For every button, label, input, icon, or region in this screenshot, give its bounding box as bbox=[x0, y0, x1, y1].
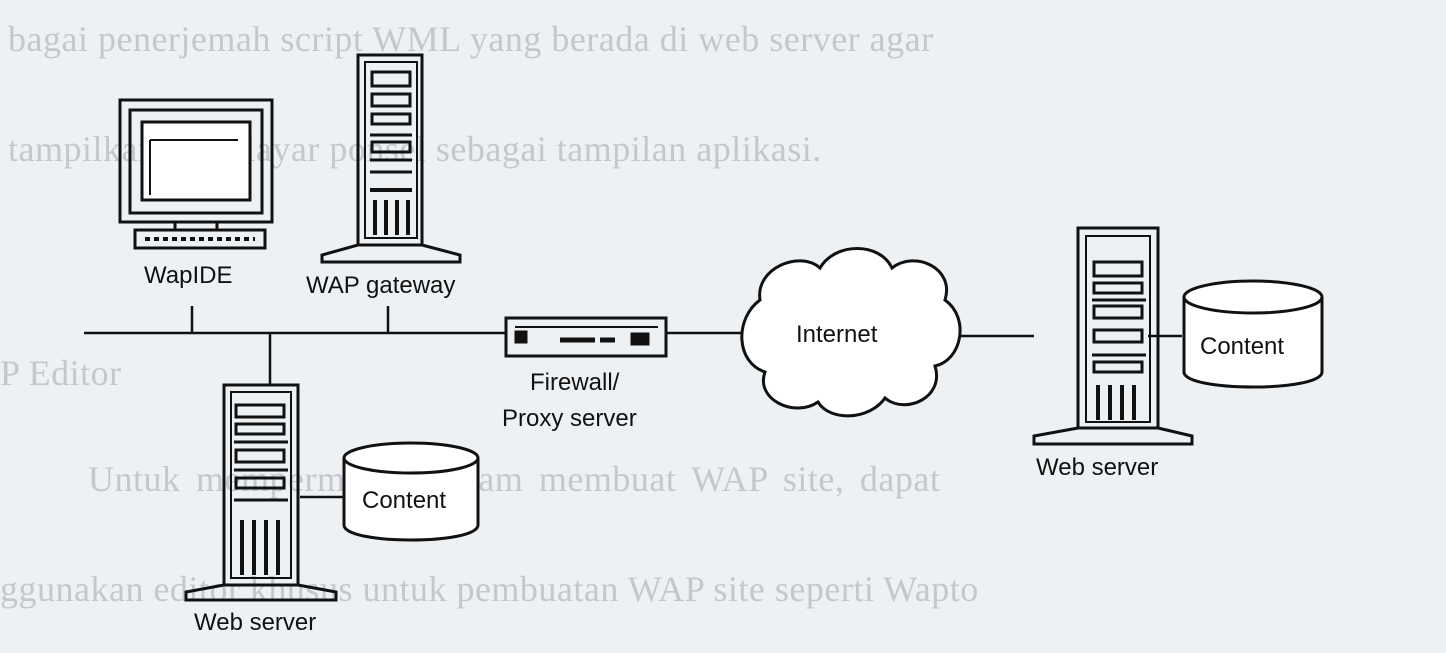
wap-gateway-label: WAP gateway bbox=[306, 272, 455, 299]
web-server-label-left: Web server bbox=[194, 609, 316, 636]
server-tower-icon bbox=[320, 53, 462, 264]
internet-cloud-icon bbox=[740, 247, 962, 418]
web-server-label-right: Web server bbox=[1036, 454, 1158, 481]
database-cylinder-icon bbox=[342, 441, 480, 542]
firewall-device-icon bbox=[504, 316, 668, 358]
background-text-line-3: P Editor bbox=[0, 353, 122, 393]
firewall-label-line-1: Firewall/ bbox=[530, 369, 620, 396]
internet-label: Internet bbox=[796, 321, 878, 348]
computer-monitor-icon bbox=[118, 98, 274, 250]
wapide-label: WapIDE bbox=[144, 262, 232, 289]
content-label-right: Content bbox=[1200, 333, 1284, 360]
firewall-label-line-2: Proxy server bbox=[502, 405, 637, 432]
database-cylinder-icon bbox=[1182, 279, 1324, 389]
server-tower-icon bbox=[1032, 226, 1194, 446]
background-text-line-4: Untuk mempermudah dalam membuat WAP site… bbox=[88, 459, 941, 499]
background-text-line-5: ggunakan editor khusus untuk pembuatan W… bbox=[0, 569, 979, 609]
background-text-line-1: bagai penerjemah script WML yang berada … bbox=[8, 19, 934, 59]
content-label-left: Content bbox=[362, 487, 446, 514]
server-tower-icon bbox=[184, 383, 338, 602]
